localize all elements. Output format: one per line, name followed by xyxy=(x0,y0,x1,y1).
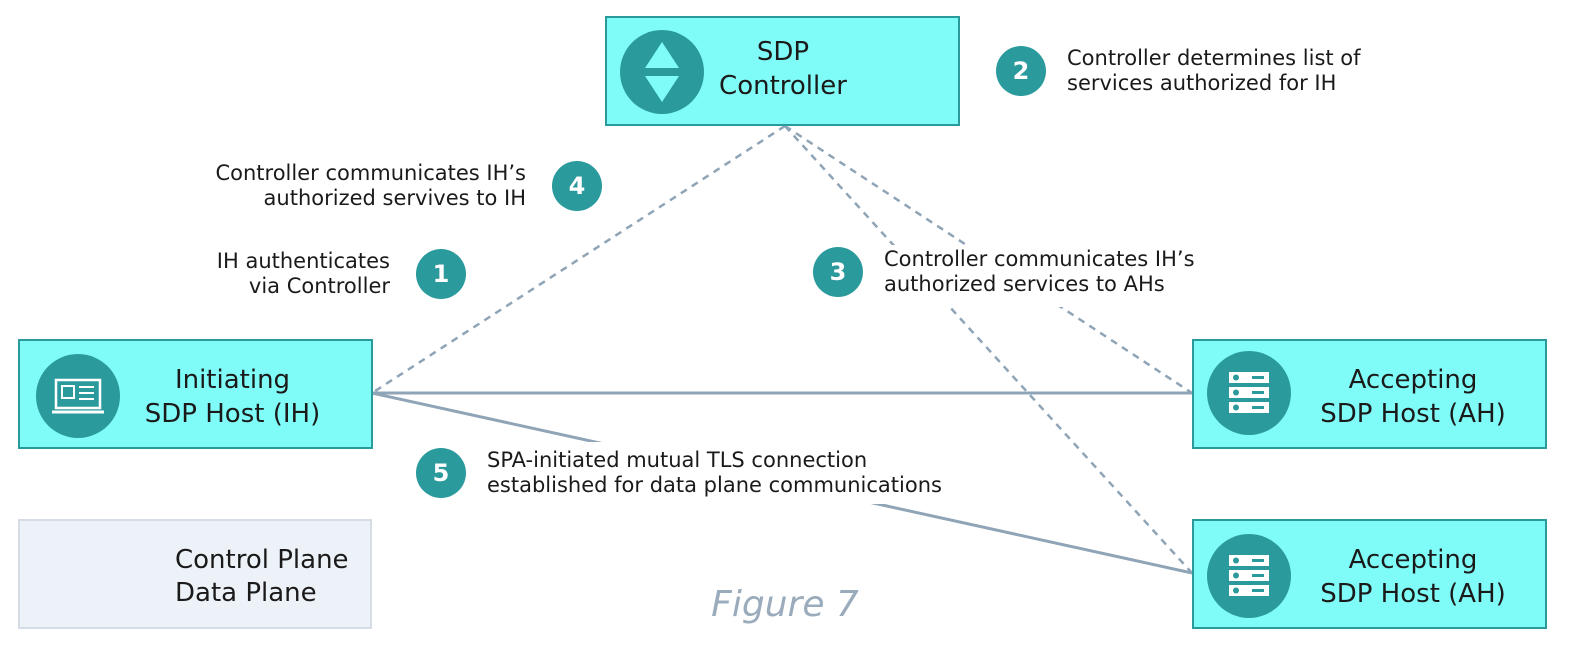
initiating-host-node[interactable]: Initiating SDP Host (IH) xyxy=(18,339,373,449)
up-down-arrows-icon xyxy=(620,30,704,114)
terminal-icon xyxy=(36,354,120,438)
accepting-host-2-line1: Accepting xyxy=(1348,545,1478,575)
sdp-controller-node[interactable]: SDP Controller xyxy=(605,16,960,126)
step-1-line2: via Controller xyxy=(248,274,390,298)
initiating-host-label-line1: Initiating xyxy=(174,365,291,395)
step-5-badge: 5 xyxy=(416,448,466,498)
label-mask-step-3 xyxy=(880,245,1225,307)
legend: Control Plane Data Plane xyxy=(18,519,372,629)
step-3-note: Controller communicates IH’s authorized … xyxy=(884,247,1229,297)
initiating-host-label-line2: SDP Host (IH) xyxy=(144,399,321,429)
control-line-controller-ah1 xyxy=(784,124,1193,395)
step-4-note: Controller communicates IH’s authorized … xyxy=(150,161,526,211)
control-line-controller-ih xyxy=(371,124,786,395)
legend-control-plane: Control Plane xyxy=(175,545,349,575)
legend-data-plane: Data Plane xyxy=(175,578,317,608)
step-2-line1: Controller determines list of xyxy=(1067,46,1361,70)
figure-caption: Figure 7 xyxy=(711,584,859,625)
server-icon xyxy=(1207,351,1291,435)
step-1-badge: 1 xyxy=(416,249,466,299)
step-2-badge: 2 xyxy=(996,46,1046,96)
controller-label-line2: Controller xyxy=(719,71,847,101)
step-1-note: IH authenticates via Controller xyxy=(150,249,390,299)
accepting-host-1-line1: Accepting xyxy=(1348,365,1478,395)
step-5-note: SPA-initiated mutual TLS connection esta… xyxy=(487,448,982,498)
controller-label: SDP Controller xyxy=(707,35,859,103)
controller-label-line1: SDP xyxy=(756,37,810,67)
step-3-badge: 3 xyxy=(813,247,863,297)
step-2-note: Controller determines list of services a… xyxy=(1067,46,1427,96)
step-5-line1: SPA-initiated mutual TLS connection xyxy=(487,448,868,472)
step-4-line1: Controller communicates IH’s xyxy=(215,161,526,185)
accepting-host-node-1[interactable]: Accepting SDP Host (AH) xyxy=(1192,339,1547,449)
accepting-host-1-line2: SDP Host (AH) xyxy=(1320,399,1506,429)
control-line-controller-ah2 xyxy=(784,125,1193,574)
step-4-line2: authorized servives to IH xyxy=(263,186,526,210)
server-icon xyxy=(1207,534,1291,618)
accepting-host-label-2: Accepting SDP Host (AH) xyxy=(1307,543,1519,611)
initiating-host-label: Initiating SDP Host (IH) xyxy=(130,363,335,431)
step-1-line1: IH authenticates xyxy=(216,249,390,273)
accepting-host-node-2[interactable]: Accepting SDP Host (AH) xyxy=(1192,519,1547,629)
accepting-host-2-line2: SDP Host (AH) xyxy=(1320,579,1506,609)
step-3-line1: Controller communicates IH’s xyxy=(884,247,1195,271)
step-2-line2: services authorized for IH xyxy=(1067,71,1337,95)
step-5-line2: established for data plane communication… xyxy=(487,473,942,497)
accepting-host-label-1: Accepting SDP Host (AH) xyxy=(1307,363,1519,431)
step-3-line2: authorized services to AHs xyxy=(884,272,1165,296)
label-mask-step-5 xyxy=(483,442,983,504)
step-4-badge: 4 xyxy=(552,161,602,211)
